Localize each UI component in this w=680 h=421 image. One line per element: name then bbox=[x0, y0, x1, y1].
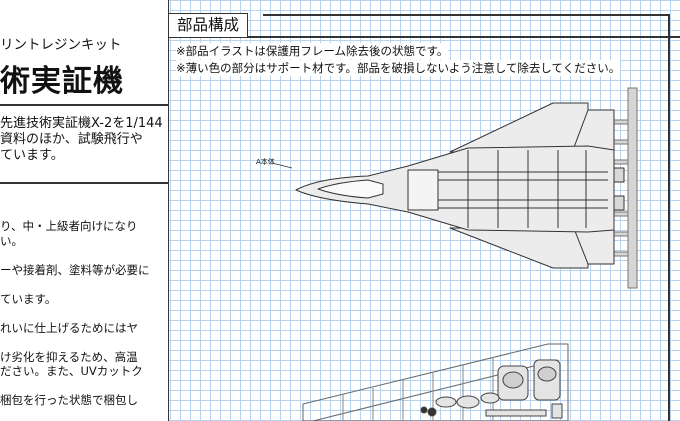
nozzle bbox=[613, 195, 625, 211]
fuselage bbox=[295, 145, 615, 233]
divider bbox=[0, 104, 168, 106]
intake bbox=[407, 169, 439, 211]
kit-notes: り、中・上級者向けになり い。 ーや接着剤、塗料等が必要に ています。 れいに仕… bbox=[0, 219, 150, 407]
part-strut bbox=[551, 403, 563, 419]
frame-line bbox=[263, 14, 670, 16]
part-wheel bbox=[480, 392, 500, 404]
part-wheel bbox=[456, 395, 480, 409]
divider bbox=[0, 182, 168, 184]
part-label-a: A本体 bbox=[256, 158, 275, 166]
part-strut bbox=[485, 409, 547, 417]
frame-line bbox=[168, 36, 680, 38]
nozzle bbox=[613, 167, 625, 183]
left-info-panel: リントレジンキット 術実証機 先進技術実証機X-2を1/144 資料のほか、試験… bbox=[0, 0, 169, 421]
frame-line bbox=[668, 14, 670, 421]
label-leader-line bbox=[271, 162, 293, 169]
section-title: 部品構成 bbox=[168, 13, 249, 38]
kit-title: 術実証機 bbox=[0, 64, 124, 99]
parts-note-2: ※薄い色の部分はサポート材です。部品を破損しないよう注意して除去してください。 bbox=[176, 60, 621, 76]
part-small bbox=[427, 407, 437, 417]
part-wheel bbox=[435, 396, 457, 408]
upper-wing bbox=[449, 102, 589, 153]
lower-wing bbox=[449, 227, 589, 269]
canopy bbox=[317, 179, 384, 199]
aircraft-part-a bbox=[295, 102, 625, 269]
kit-subtitle: リントレジンキット bbox=[0, 37, 122, 53]
kit-description: 先進技術実証機X-2を1/144 資料のほか、試験飛行や ています。 bbox=[0, 116, 163, 163]
parts-illustration bbox=[271, 87, 638, 421]
part-small bbox=[420, 406, 428, 414]
lower-parts-sprue bbox=[302, 343, 569, 421]
parts-note-1: ※部品イラストは保護用フレーム除去後の状態です。 bbox=[176, 43, 449, 59]
parts-composition-area: 部品構成 ※部品イラストは保護用フレーム除去後の状態です。 ※薄い色の部分はサポ… bbox=[168, 0, 680, 421]
